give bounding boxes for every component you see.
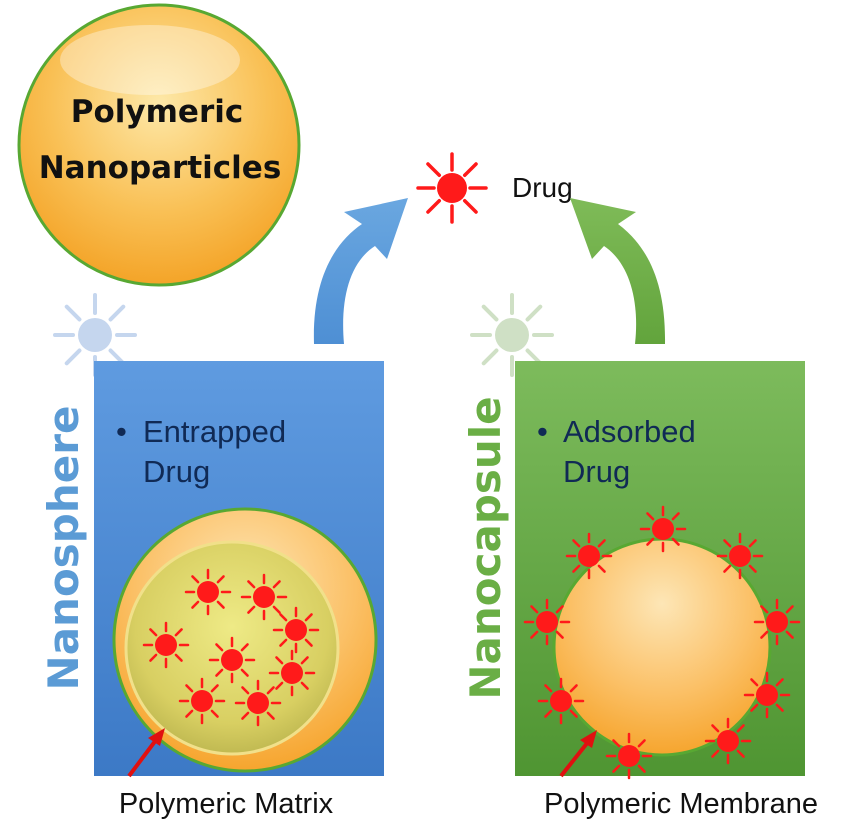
entrapped-drug-particles bbox=[142, 568, 320, 727]
entrapped-drug-icon bbox=[272, 606, 320, 654]
polymeric-matrix-pointer-arrow bbox=[127, 728, 165, 778]
nanosphere-line-2: Drug bbox=[143, 454, 210, 489]
adsorbed-drug-icon bbox=[605, 732, 653, 780]
nanocapsule-line-1: Adsorbed bbox=[563, 414, 696, 449]
drug-legend-label: Drug bbox=[512, 172, 573, 203]
title-line-1: Polymeric bbox=[71, 94, 243, 130]
nanocapsule-caption: Polymeric Membrane bbox=[544, 788, 818, 820]
entrapped-drug-icon bbox=[208, 636, 256, 684]
entrapped-drug-icon bbox=[142, 621, 190, 669]
entrapped-drug-icon bbox=[240, 573, 288, 621]
adsorbed-drug-icon bbox=[565, 532, 613, 580]
title-line-2: Nanoparticles bbox=[39, 150, 282, 186]
nanosphere-caption: Polymeric Matrix bbox=[119, 788, 334, 820]
adsorbed-drug-particles bbox=[523, 505, 801, 780]
nanocapsule-bullet: • bbox=[537, 414, 548, 449]
entrapped-drug-icon bbox=[178, 677, 226, 725]
adsorbed-drug-icon bbox=[639, 505, 687, 553]
adsorbed-drug-icon bbox=[716, 532, 764, 580]
adsorbed-drug-icon bbox=[753, 598, 801, 646]
polymeric-membrane-pointer-arrow bbox=[559, 730, 597, 778]
entrapped-drug-icon bbox=[184, 568, 232, 616]
adsorbed-drug-icon bbox=[523, 598, 571, 646]
drug-legend: Drug bbox=[416, 152, 573, 224]
adsorbed-drug-icon bbox=[743, 671, 791, 719]
title-circle: Polymeric Nanoparticles bbox=[17, 3, 301, 287]
nanosphere-release-arrow bbox=[313, 198, 408, 344]
nanocapsule-shell bbox=[552, 537, 772, 757]
adsorbed-drug-icon bbox=[537, 677, 585, 725]
nanosphere-side-label: Nanosphere bbox=[39, 406, 88, 691]
nanocapsule-panel: • Adsorbed Drug bbox=[515, 361, 805, 780]
adsorbed-drug-icon bbox=[704, 717, 752, 765]
nanosphere-panel: • Entrapped Drug bbox=[94, 361, 384, 776]
faded-sun-icon-left bbox=[53, 293, 137, 377]
nanocapsule-side-label: Nanocapsule bbox=[461, 396, 510, 699]
entrapped-drug-icon bbox=[268, 649, 316, 697]
faded-sun-icon-right bbox=[470, 293, 554, 377]
nanocapsule-line-2: Drug bbox=[563, 454, 630, 489]
nanocapsule-release-arrow bbox=[570, 198, 666, 344]
nanosphere-bullet: • bbox=[116, 414, 127, 449]
drug-legend-icon bbox=[416, 152, 488, 224]
entrapped-drug-icon bbox=[234, 679, 282, 727]
nanosphere-line-1: Entrapped bbox=[143, 414, 286, 449]
